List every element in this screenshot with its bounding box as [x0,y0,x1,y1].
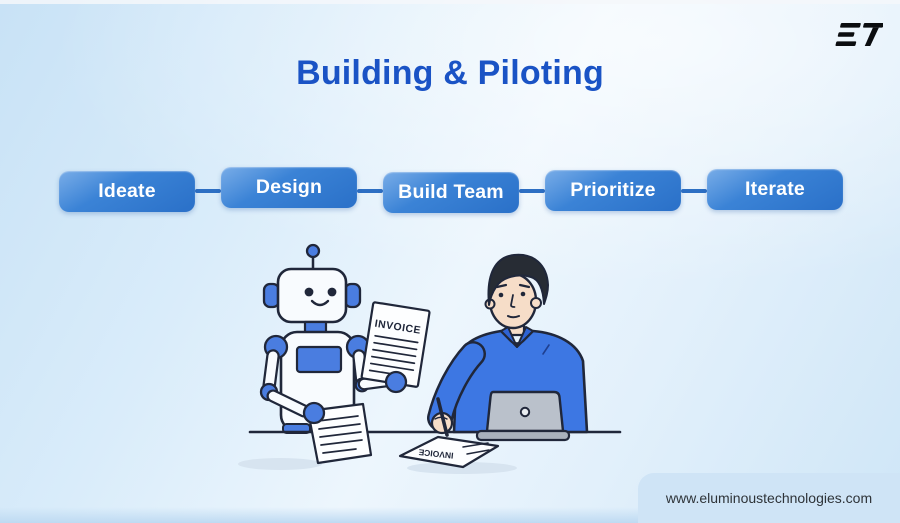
flow-connector [357,188,383,193]
robot-chest-panel [295,345,343,374]
robot [259,243,394,434]
person-nose [510,294,516,308]
laptop [475,390,571,442]
flow-step-label: Iterate [745,178,805,200]
flow-step-label: Design [255,176,323,198]
robot-human-illustration: INVOICE [238,243,622,474]
website-url: www.eluminoustechnologies.com [665,490,873,506]
top-edge-highlight [0,0,900,4]
flow-step-label: Build Team [398,181,504,203]
flow-connector [681,188,707,193]
flow-step-label: Ideate [98,180,156,202]
robot-eye-right [327,287,337,297]
robot-right-hand [384,370,408,394]
person-mouth [507,315,520,319]
flow-step-build-team: Build Team [383,172,519,213]
person-eyebrow-left [495,283,508,289]
et-logo [835,23,883,46]
robot-head [276,267,348,324]
robot-left-hand [302,401,326,425]
flow-connector [195,188,221,193]
robot-floor-shadow [238,458,322,470]
flow-step-iterate: Iterate [707,169,843,210]
person-collar-left [500,326,518,348]
robot-held-document [306,402,373,465]
person-eyebrow-right [518,283,531,289]
person-eye-right [520,291,526,297]
flow-connector [519,188,545,193]
desk-invoice-label: INVOICE [418,447,454,461]
desk-invoice-paper: INVOICE [398,435,500,469]
person-collar-right [516,326,534,348]
robot-smile [310,299,330,307]
page-title: Building & Piloting [296,54,604,92]
laptop-logo [519,406,531,418]
process-flow: Ideate Design Build Team Prioritize Iter… [59,167,843,213]
flow-step-design: Design [221,167,357,208]
flow-step-prioritize: Prioritize [545,170,681,211]
desk-floor-shadow [407,462,517,474]
person-eye-left [498,292,504,298]
flow-step-ideate: Ideate [59,171,195,212]
flow-step-label: Prioritize [570,179,656,201]
footer-badge: www.eluminoustechnologies.com [638,473,900,523]
et-logo-glyphs [835,23,883,46]
robot-eye-left [304,287,314,297]
person-ear-right [530,297,542,309]
pen [436,397,449,437]
robot-antenna [305,243,321,259]
laptop-base [475,429,571,442]
